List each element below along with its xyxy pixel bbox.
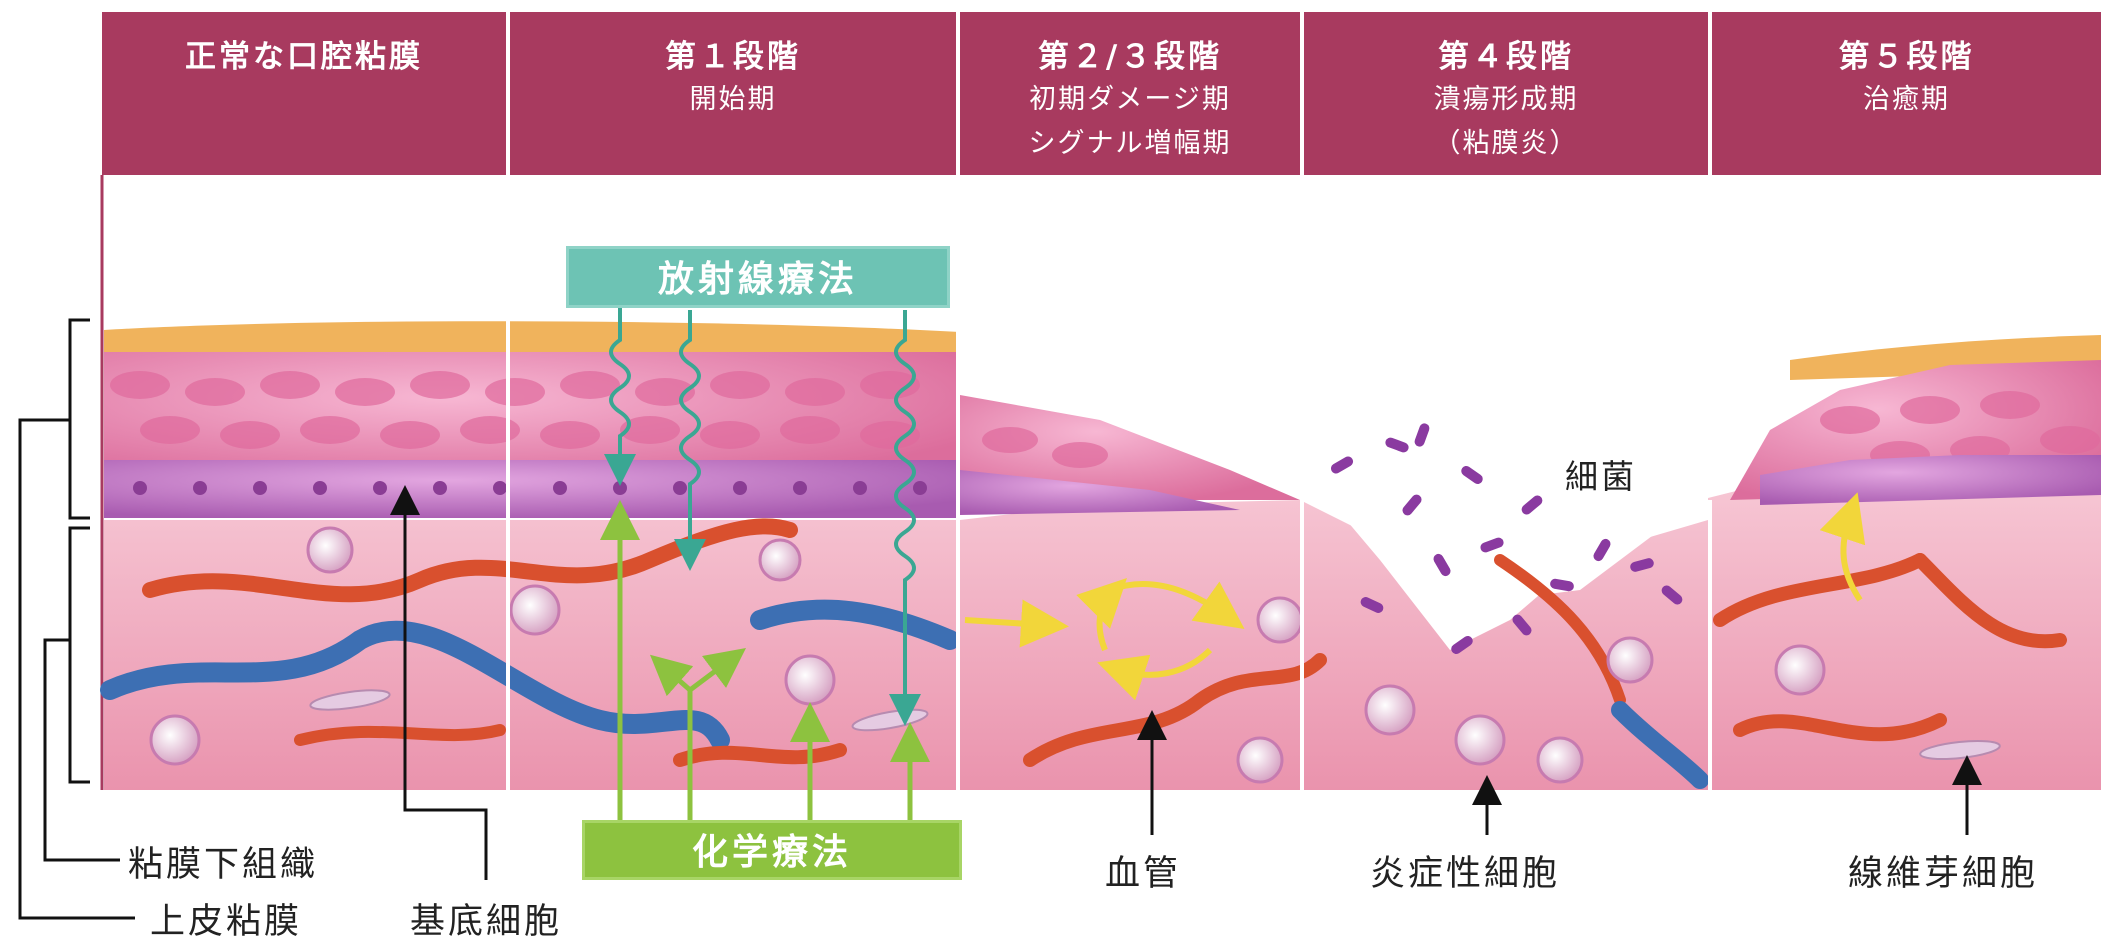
stage-subtitle: 治癒期	[1863, 84, 1950, 115]
signal-arrows	[964, 492, 1866, 701]
pointer-lines	[390, 485, 1982, 880]
stage-title: 正常な口腔粘膜	[185, 39, 423, 75]
ulcer-gap	[1304, 175, 1708, 650]
submucosa-label: 粘膜下組織	[128, 845, 319, 885]
immune-cells	[149, 526, 1826, 784]
bacteria	[1330, 423, 1683, 655]
blood-vessels	[100, 518, 2067, 789]
keratin-layer	[104, 321, 960, 360]
stage-subtitle: 潰瘍形成期	[1433, 84, 1579, 115]
stage-title: 第２/３段階	[1037, 39, 1223, 75]
stage-title: 第１段階	[665, 39, 801, 75]
stage-subtitle: 初期ダメージ期	[1029, 84, 1231, 115]
stage-title: 第４段階	[1438, 39, 1574, 75]
basal-cells-label: 基底細胞	[410, 902, 563, 942]
inflammatory-cells-label: 炎症性細胞	[1370, 854, 1561, 894]
stage-subtitle: 開始期	[689, 84, 777, 115]
stage-dividers	[506, 300, 1712, 790]
fibroblast-label: 線維芽細胞	[1848, 854, 2039, 894]
stage-header-1: 第１段階 開始期	[510, 12, 956, 175]
stage-header-4: 第４段階 潰瘍形成期 （粘膜炎）	[1304, 12, 1708, 175]
radiotherapy-arrows	[604, 308, 921, 726]
stage-subtitle: シグナル増幅期	[1028, 128, 1232, 159]
stage-subtitle: （粘膜炎）	[1433, 128, 1579, 159]
stage-header-normal: 正常な口腔粘膜	[102, 12, 506, 175]
chemotherapy-label: 化学療法	[582, 820, 962, 880]
stage-header-2-3: 第２/３段階 初期ダメージ期 シグナル増幅期	[960, 12, 1300, 175]
fibroblasts	[309, 689, 2001, 760]
stage-header-5: 第５段階 治癒期	[1712, 12, 2101, 175]
radiotherapy-label: 放射線療法	[566, 246, 950, 308]
stage-title: 第５段階	[1838, 39, 1975, 75]
epithelium-label: 上皮粘膜	[150, 902, 303, 942]
blood-vessel-label: 血管	[1105, 854, 1182, 894]
bacteria-label: 細菌	[1565, 457, 1637, 496]
layer-brackets	[18, 318, 135, 920]
chemotherapy-arrows	[600, 500, 930, 820]
